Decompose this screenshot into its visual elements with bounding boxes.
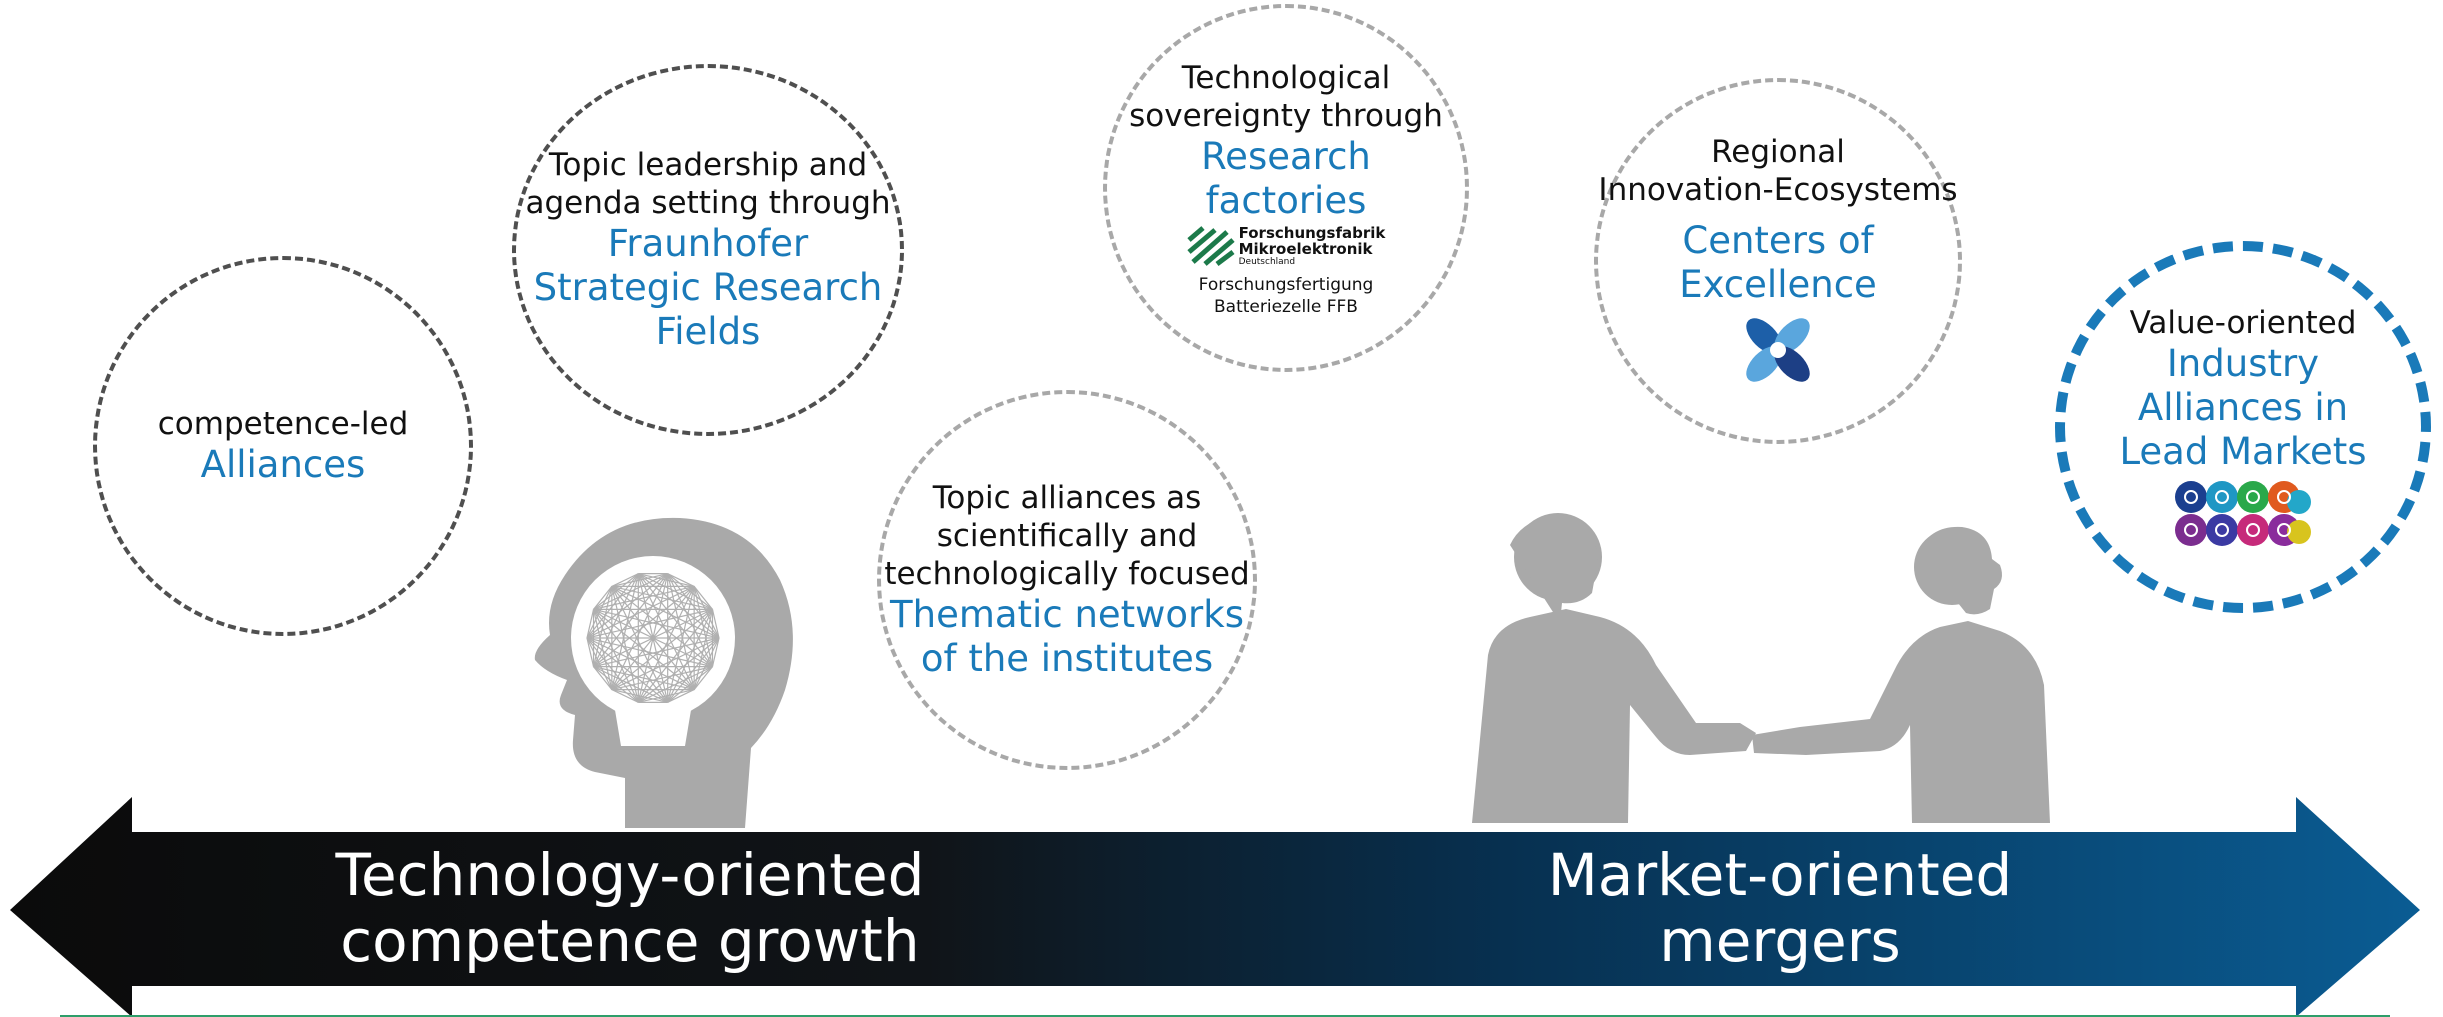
sovereignty-text: sovereignty through: [1129, 97, 1443, 134]
ffb-line-2: Batteriezelle FFB: [1214, 296, 1358, 317]
value-oriented-text: Value-oriented: [2129, 305, 2357, 341]
regional-text: Regional: [1711, 134, 1845, 170]
strategic-research-text: Strategic Research: [533, 266, 883, 309]
lead-markets-text: Lead Markets: [2119, 430, 2367, 473]
topic-leadership-text: Topic leadership and: [548, 147, 868, 183]
agenda-setting-text: agenda setting through: [525, 185, 891, 221]
excellence-text: Excellence: [1679, 263, 1877, 306]
lead-markets-icons: [2175, 481, 2311, 546]
industry-alliances-circle: Value-oriented Industry Alliances in Lea…: [2055, 241, 2431, 613]
scientifically-text: scientifically and: [936, 518, 1198, 554]
handshake-icon: [1472, 513, 2050, 823]
factories-text: factories: [1205, 178, 1367, 222]
alliances-in-text: Alliances in: [2137, 386, 2349, 429]
thematic-networks-circle: Topic alliances as scientifically and te…: [877, 390, 1257, 770]
industry-text: Industry: [2166, 342, 2320, 385]
forschungsfabrik-logo-icon: [1186, 226, 1235, 266]
strategic-research-fields-circle: Topic leadership and agenda setting thro…: [512, 64, 904, 436]
ffb-line-1: Forschungsfertigung: [1198, 274, 1374, 295]
research-factories-circle: Technological sovereignty through Resear…: [1103, 4, 1469, 372]
of-the-institutes-text: of the institutes: [920, 637, 1214, 680]
fraunhofer-text: Fraunhofer: [607, 222, 809, 265]
logo-line-2: Mikroelektronik: [1238, 239, 1373, 258]
logo-line-3: Deutschland: [1238, 256, 1296, 267]
centers-of-excellence-circle: Regional Innovation-Ecosystems Centers o…: [1594, 78, 1962, 444]
innovation-ecosystems-text: Innovation-Ecosystems: [1598, 172, 1958, 208]
forschungsfabrik-logo: Forschungsfabrik Mikroelektronik Deutsch…: [1186, 223, 1386, 268]
logo-line-1: Forschungsfabrik: [1238, 223, 1386, 242]
centers-of-text: Centers of: [1682, 219, 1874, 262]
fields-text: Fields: [655, 310, 761, 353]
competence-led-alliances-circle: competence-led Alliances: [93, 256, 473, 636]
market-oriented-label: Market-oriented mergers: [1547, 841, 2013, 975]
centers-of-excellence-logo-icon: [1746, 318, 1810, 382]
competence-led-text: competence-led: [157, 406, 409, 442]
research-text: Research: [1201, 134, 1371, 178]
technologically-text: technologically focused: [884, 556, 1250, 592]
alliances-text: Alliances: [200, 443, 366, 486]
thematic-networks-text: Thematic networks: [890, 593, 1244, 636]
technology-oriented-label: Technology-oriented competence growth: [335, 841, 925, 975]
head-lightbulb-icon: [534, 517, 793, 828]
topic-alliances-text: Topic alliances as: [932, 480, 1202, 516]
technological-text: Technological: [1181, 59, 1391, 96]
